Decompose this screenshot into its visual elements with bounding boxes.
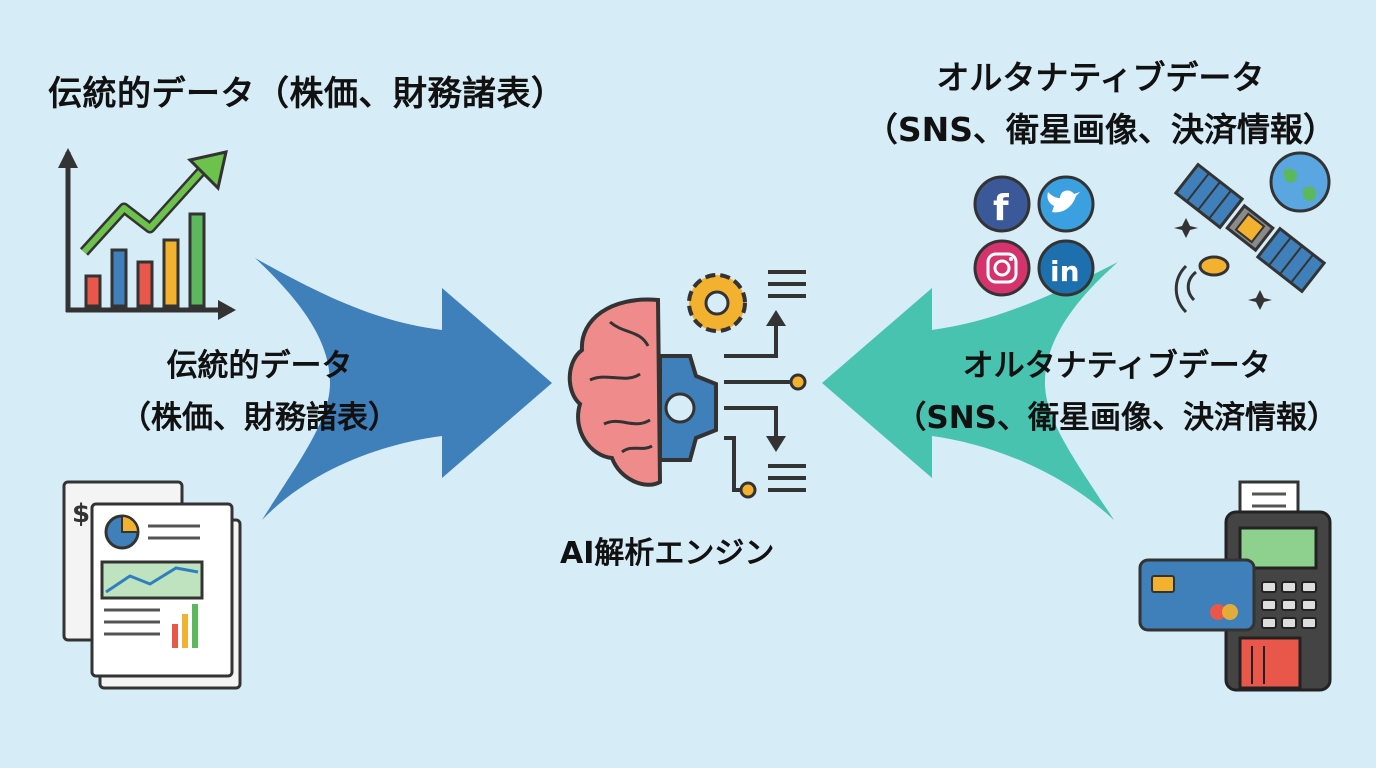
svg-text:in: in [1050,255,1080,288]
satellite-icon [1173,151,1331,314]
left-arrow-label-line2: （株価、財務諸表） [120,400,399,436]
center-label: AI解析エンジン [560,536,775,571]
top-right-label-line1: オルタナティブデータ [936,58,1265,97]
stock-chart-icon [58,148,236,320]
svg-text:$: $ [72,499,90,529]
top-right-label-line2: （SNS、衛星画像、決済情報） [864,110,1336,149]
left-arrow-label-line1: 伝統的データ [166,348,353,384]
right-data-arrow [822,262,1118,520]
payment-terminal-icon [1138,480,1332,692]
right-arrow-label-line2: （SNS、衛星画像、決済情報） [895,400,1338,436]
twitter-icon [1037,175,1095,233]
financial-report-icon: $ [62,480,242,690]
top-left-label: 伝統的データ（株価、財務諸表） [48,74,566,114]
top-right-label: オルタナティブデータ （SNS、衛星画像、決済情報） [865,52,1336,156]
linkedin-icon: in [1037,239,1095,297]
left-arrow-label: 伝統的データ （株価、財務諸表） [120,340,399,444]
right-arrow-label-line1: オルタナティブデータ [962,348,1271,384]
svg-text:f: f [993,188,1009,229]
facebook-icon: f [973,175,1031,233]
instagram-icon [973,239,1031,297]
right-arrow-label: オルタナティブデータ （SNS、衛星画像、決済情報） [895,340,1338,444]
ai-brain-gear-icon [567,270,807,499]
left-data-arrow [255,258,552,520]
